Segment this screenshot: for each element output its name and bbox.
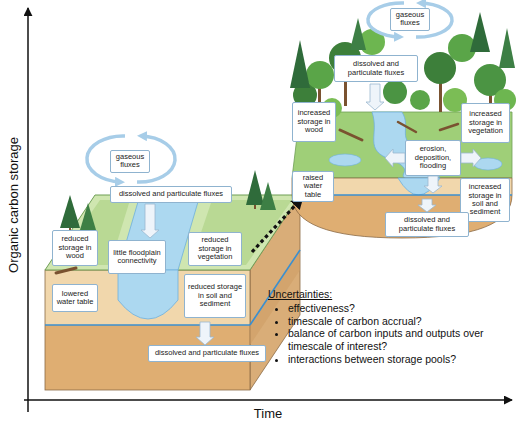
axes <box>27 8 29 412</box>
text-box: increased storage in wood <box>292 102 336 142</box>
gas-cycle-arrow <box>87 3 452 182</box>
deciduous-tree <box>383 80 407 104</box>
box-text: little floodplain connectivity <box>111 249 163 266</box>
restored-stream-block <box>290 12 516 238</box>
water-table-line <box>45 324 250 326</box>
pond <box>329 154 361 166</box>
deciduous-tree <box>410 90 430 110</box>
axes <box>24 399 512 401</box>
conifer-tree <box>254 205 256 209</box>
bullet-list: effectiveness?timescale of carbon accrua… <box>268 302 514 366</box>
conifer-tree <box>80 203 96 230</box>
axis-label: Organic carbon storage <box>6 137 21 273</box>
box-text: erosion, deposition, flooding <box>408 145 458 170</box>
log <box>340 130 362 140</box>
conifer-tree <box>350 18 366 50</box>
box-text: dissolved and particulate fluxes <box>151 349 263 357</box>
conifer-tree <box>246 170 264 205</box>
conifer-tree <box>290 12 515 88</box>
conifer-tree <box>60 170 276 232</box>
text-box: dissolved and particulate fluxes <box>148 345 266 362</box>
flux-arrow <box>366 84 384 110</box>
bullet-item: timescale of carbon accrual? <box>288 315 514 328</box>
conifer-tree <box>60 195 80 228</box>
text-box: erosion, deposition, flooding <box>405 140 461 176</box>
text-box: gaseous fluxes <box>390 8 430 31</box>
log <box>56 268 76 273</box>
text-box: increased storage in vegetation <box>461 103 510 143</box>
transition-arrow <box>252 198 302 252</box>
text-box: dissolved and particulate fluxes <box>110 186 232 203</box>
box-text: increased storage in wood <box>295 109 333 134</box>
conifer-tree <box>470 12 490 52</box>
text-box: reduced storage in wood <box>52 230 98 266</box>
box-text: gaseous fluxes <box>113 153 147 170</box>
box-text: raised water table <box>295 174 331 199</box>
flux-arrow <box>418 199 436 212</box>
river-channel <box>118 270 178 319</box>
box-text: gaseous fluxes <box>393 11 427 28</box>
box-text: reduced storage in vegetation <box>191 236 239 261</box>
conifer-tree <box>260 182 276 210</box>
log <box>440 124 458 130</box>
box-text: dissolved and particulate fluxes <box>337 60 415 77</box>
text-box: dissolved and particulate fluxes <box>334 55 418 82</box>
conifer-tree <box>290 40 310 88</box>
flux-arrow <box>141 204 159 238</box>
flux-arrow <box>385 149 405 167</box>
text-box: gaseous fluxes <box>110 150 150 173</box>
text-box: lowered water table <box>52 284 98 312</box>
log <box>340 122 458 140</box>
box-text: increased storage in vegetation <box>464 110 507 135</box>
flux-arrow <box>424 176 442 193</box>
bullet-item: effectiveness? <box>288 302 514 315</box>
deciduous-tree <box>306 61 334 89</box>
uncertainty-list: Uncertainties:effectiveness?timescale of… <box>268 288 514 366</box>
transition-arrow <box>252 198 302 252</box>
axes <box>24 8 512 412</box>
degraded-stream-block <box>45 170 300 390</box>
bullet-item: balance of carbon inputs and outputs ove… <box>288 327 514 353</box>
box-text: reduced storage in soil and sediment <box>187 283 243 308</box>
box-text: dissolved and particulate fluxes <box>388 216 466 233</box>
log <box>398 122 416 132</box>
text-box: raised water table <box>292 171 334 202</box>
text-box: dissolved and particulate fluxes <box>385 212 469 237</box>
text-box: reduced storage in vegetation <box>188 232 242 266</box>
flux-arrow <box>461 149 481 167</box>
axis-label: Time <box>254 406 282 421</box>
box-text: dissolved and particulate fluxes <box>113 190 229 198</box>
box-text: increased storage in soil and sediment <box>463 183 507 217</box>
bullet-item: interactions between storage pools? <box>288 353 514 366</box>
text-box: little floodplain connectivity <box>108 240 166 274</box>
flux-arrow <box>196 322 214 345</box>
box-text: lowered water table <box>55 290 95 307</box>
degraded-stream-block <box>45 270 250 390</box>
conifer-tree <box>499 28 515 68</box>
text-box: reduced storage in soil and sediment <box>184 274 246 318</box>
box-text: reduced storage in wood <box>55 235 95 260</box>
degraded-stream-block <box>45 270 250 325</box>
list-heading: Uncertainties: <box>268 288 514 301</box>
